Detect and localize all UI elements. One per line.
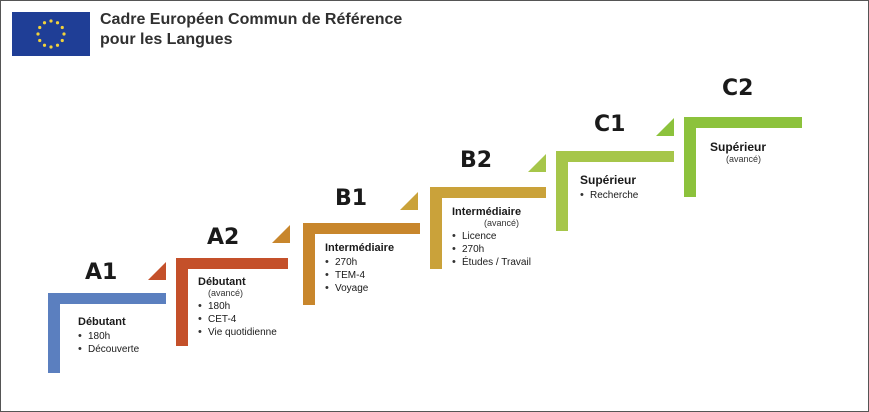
eu-flag-icon — [12, 12, 90, 56]
list-item: 180h — [198, 300, 277, 313]
level-qualifier-b2: (avancé) — [484, 218, 520, 228]
step-arrow-c1 — [656, 118, 674, 136]
step-bar-b2 — [430, 187, 546, 198]
flag-star — [38, 38, 42, 43]
step-arrow-a1 — [148, 262, 166, 280]
flag-star — [42, 21, 47, 25]
flag-star — [62, 32, 66, 36]
level-name-c2: Supérieur — [710, 140, 767, 154]
level-code-c1: C1 — [594, 112, 626, 137]
level-box-b1: Intermédiaire 270h TEM-4 Voyage — [325, 242, 394, 295]
level-code-a1: A1 — [85, 260, 118, 285]
list-item: Vie quotidienne — [198, 326, 277, 339]
step-arrow-b1 — [400, 192, 418, 210]
list-item: Recherche — [580, 189, 638, 202]
level-name-b1: Intermédiaire — [325, 242, 395, 254]
flag-star — [49, 19, 53, 23]
level-box-a2: Débutant (avancé) 180h CET-4 Vie quotidi… — [198, 276, 277, 339]
level-code-b2: B2 — [460, 148, 493, 173]
step-bar-b1 — [303, 223, 420, 234]
step-arrow-b2 — [528, 154, 546, 172]
step-bar-c1 — [556, 151, 674, 162]
flag-star — [55, 43, 60, 47]
level-qualifier-c2: (avancé) — [726, 154, 762, 164]
list-item: Licence — [452, 230, 531, 243]
level-name-a1: Débutant — [78, 316, 126, 328]
level-code-a2: A2 — [207, 225, 240, 250]
flag-star — [49, 45, 53, 49]
header-line-1: Cadre Européen Commun de Référence — [100, 11, 403, 28]
flag-star — [38, 25, 42, 30]
step-bar-c2 — [684, 117, 802, 128]
step-riser-b1 — [303, 223, 315, 305]
step-riser-b2 — [430, 187, 442, 269]
level-box-c2: Supérieur (avancé) — [710, 140, 766, 164]
level-qualifier-a2: (avancé) — [208, 288, 244, 298]
list-item: 180h — [78, 330, 139, 343]
list-item: Études / Travail — [452, 256, 531, 269]
level-name-a2: Débutant — [198, 276, 246, 288]
step-bar-a2 — [176, 258, 288, 269]
step-arrow-a2 — [272, 225, 290, 243]
level-name-c1: Supérieur — [580, 173, 637, 187]
list-item: TEM-4 — [325, 269, 394, 282]
level-code-c2: C2 — [722, 76, 754, 101]
step-riser-a1 — [48, 293, 60, 373]
flag-star — [55, 21, 60, 25]
level-box-a1: Débutant 180h Découverte — [78, 316, 139, 356]
flag-star — [42, 43, 47, 47]
level-box-b2: Intermédiaire (avancé) Licence 270h Étud… — [452, 206, 531, 269]
list-item: Voyage — [325, 282, 394, 295]
list-item: Découverte — [78, 343, 139, 356]
step-bar-a1 — [48, 293, 166, 304]
level-box-c1: Supérieur Recherche — [580, 173, 638, 202]
flag-star — [60, 38, 64, 43]
flag-star — [60, 25, 64, 30]
level-code-b1: B1 — [335, 186, 368, 211]
flag-star — [36, 32, 40, 36]
step-riser-c2 — [684, 117, 696, 197]
header-line-2: pour les Langues — [100, 31, 233, 48]
step-riser-c1 — [556, 151, 568, 231]
list-item: 270h — [325, 256, 394, 269]
header-title: Cadre Européen Commun de Référence pour … — [100, 10, 402, 50]
list-item: 270h — [452, 243, 531, 256]
step-riser-a2 — [176, 258, 188, 346]
level-name-b2: Intermédiaire — [452, 206, 522, 218]
list-item: CET-4 — [198, 313, 277, 326]
